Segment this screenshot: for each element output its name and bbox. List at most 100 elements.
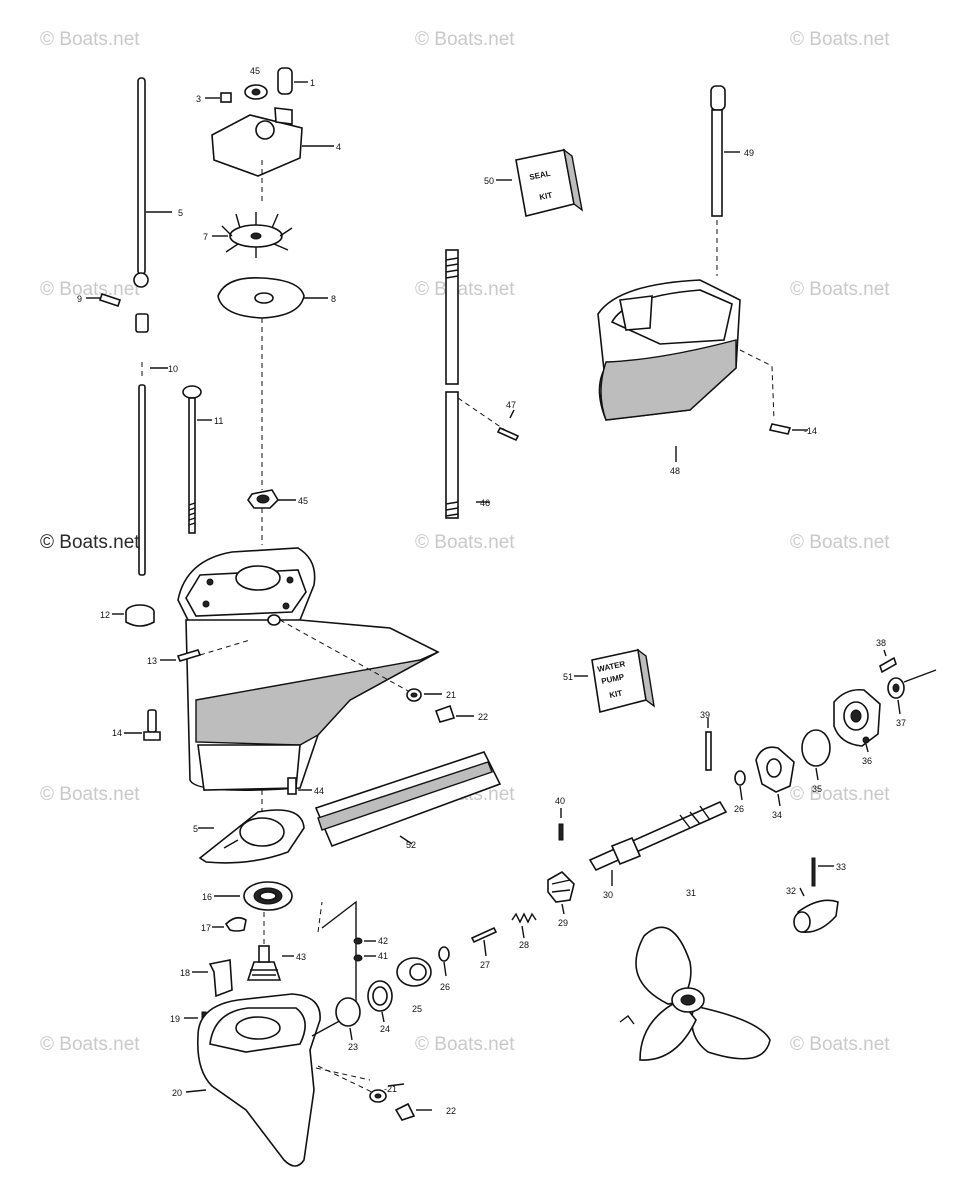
watermark: © Boats.net	[415, 29, 515, 50]
label-9: 9	[77, 294, 82, 304]
prop-nut-part	[793, 887, 839, 933]
label-16: 16	[202, 892, 212, 902]
label-26a: 26	[440, 982, 450, 992]
label-22a: 22	[478, 712, 488, 722]
water-pump-kit-box: WATER PUMP KIT	[574, 648, 655, 713]
label-42: 42	[378, 936, 388, 946]
label-52: 52	[406, 840, 416, 850]
label-48: 48	[670, 466, 680, 476]
rod-part	[138, 384, 146, 576]
label-41: 41	[378, 951, 388, 961]
watermark: © Boats.net	[790, 29, 890, 50]
label-28: 28	[519, 940, 529, 950]
label-37: 37	[896, 718, 906, 728]
watermark: © Boats.net	[40, 29, 140, 50]
watermark: © Boats.net	[40, 279, 140, 300]
propeller-part	[619, 926, 771, 1061]
watermark: © Boats.net	[415, 1034, 515, 1055]
label-32: 32	[786, 886, 796, 896]
label-40: 40	[555, 796, 565, 806]
plug-part	[434, 704, 456, 723]
label-7: 7	[203, 232, 208, 242]
bushing-part	[112, 604, 155, 627]
label-1: 1	[310, 78, 315, 88]
screw-part	[220, 92, 232, 103]
cotter-pin-part	[811, 857, 816, 887]
label-5a: 5	[178, 208, 183, 218]
driveshaft-part	[445, 249, 490, 519]
shift-pin-part	[470, 926, 498, 944]
label-3: 3	[196, 94, 201, 104]
label-14b: -14	[804, 426, 817, 436]
lower-unit-housing-part	[597, 279, 775, 462]
label-4: 4	[336, 142, 341, 152]
decal-strip-part	[314, 751, 502, 848]
pin-39-part	[705, 731, 712, 771]
seal-kit-label-1: SEAL	[529, 169, 552, 182]
watermark: © Boats.net	[790, 279, 890, 300]
label-46: 46	[480, 498, 490, 508]
label-35: 35	[812, 784, 822, 794]
gasket-part	[198, 809, 305, 864]
pinion-part	[246, 945, 294, 981]
bolt-part	[182, 385, 212, 534]
tube-part	[277, 67, 293, 95]
shift-rod-part	[133, 77, 172, 288]
o-ring-part	[335, 997, 361, 1027]
water-pump-group	[205, 67, 334, 545]
label-45a: 45	[250, 66, 260, 76]
thrust-washer-part	[438, 946, 450, 962]
plug-lower-part	[394, 1102, 416, 1121]
seal-kit-box: SEAL KIT	[496, 148, 584, 217]
spring-part	[511, 912, 537, 924]
pin-40-part	[558, 823, 564, 841]
label-24: 24	[380, 1024, 390, 1034]
label-26b: 26	[734, 804, 744, 814]
screw-38-part	[879, 656, 897, 674]
upper-driveshaft-part	[710, 85, 740, 276]
label-29: 29	[558, 918, 568, 928]
label-33: 33	[836, 862, 846, 872]
pump-housing-part	[211, 114, 303, 177]
label-51: 51	[563, 672, 573, 682]
seal-kit-label-2: KIT	[539, 190, 554, 202]
label-19: 19	[170, 1014, 180, 1024]
watermark: © Boats.net	[40, 532, 140, 553]
washer-26-part	[734, 770, 746, 786]
bearing-housing-part	[833, 688, 881, 753]
dowel-part	[287, 777, 297, 795]
pin-47-part	[496, 426, 520, 442]
watermark: © Boats.net	[415, 279, 515, 300]
label-50: 50	[484, 176, 494, 186]
watermarks: © Boats.net © Boats.net © Boats.net © Bo…	[40, 29, 890, 1055]
watermark: © Boats.net	[415, 532, 515, 553]
propshaft-part	[588, 800, 728, 886]
label-38: 38	[876, 638, 886, 648]
label-14a: 14	[112, 728, 122, 738]
label-49: 49	[744, 148, 754, 158]
bracket-part	[208, 959, 233, 998]
label-5b: 5	[193, 824, 198, 834]
screw-left-part	[124, 709, 161, 741]
label-13: 13	[147, 656, 157, 666]
label-31: 31	[686, 888, 696, 898]
label-11: 11	[214, 416, 223, 426]
label-34: 34	[772, 810, 782, 820]
label-39: 39	[700, 710, 710, 720]
gearcase-part	[185, 900, 371, 1167]
watermark: © Boats.net	[790, 784, 890, 805]
watermark: © Boats.net	[790, 1034, 890, 1055]
label-47: 47	[506, 400, 516, 410]
water-pump-kit-label-3: KIT	[609, 688, 624, 700]
label-30: 30	[603, 890, 613, 900]
label-21b: -21	[384, 1084, 397, 1094]
label-44: 44	[314, 786, 324, 796]
label-10: 10	[168, 364, 178, 374]
part-labels: 1 3 4 45 5 7 8 9 10 11 45 12 13 14 21 22…	[77, 66, 906, 1116]
connector-part	[86, 292, 149, 333]
label-8: 8	[331, 294, 336, 304]
label-36: 36	[862, 756, 872, 766]
label-25: 25	[412, 1004, 422, 1014]
washer-small-part	[353, 954, 363, 962]
